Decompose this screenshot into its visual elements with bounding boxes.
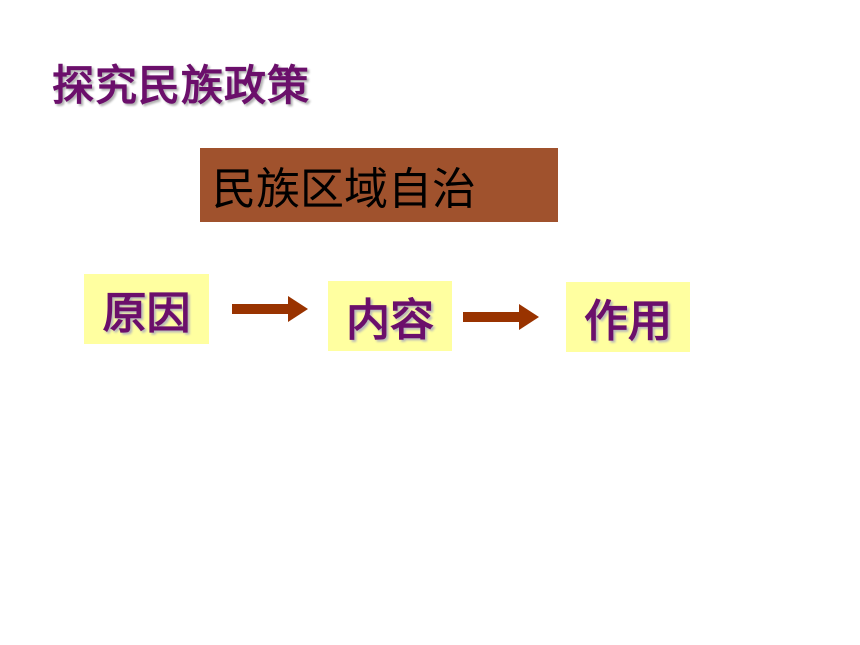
step-box-effect: 作用 — [566, 282, 690, 352]
step-label-content: 内容 — [346, 295, 434, 346]
topic-box: 民族区域自治 — [200, 148, 558, 222]
step-box-content: 内容 — [328, 281, 452, 351]
step-box-reason: 原因 — [84, 274, 209, 344]
arrow-right-icon — [463, 304, 539, 330]
topic-label: 民族区域自治 — [212, 164, 476, 215]
slide-title: 探究民族政策 — [52, 61, 311, 110]
step-label-effect: 作用 — [584, 296, 672, 347]
step-label-reason: 原因 — [102, 288, 191, 339]
arrow-right-icon — [232, 296, 308, 322]
